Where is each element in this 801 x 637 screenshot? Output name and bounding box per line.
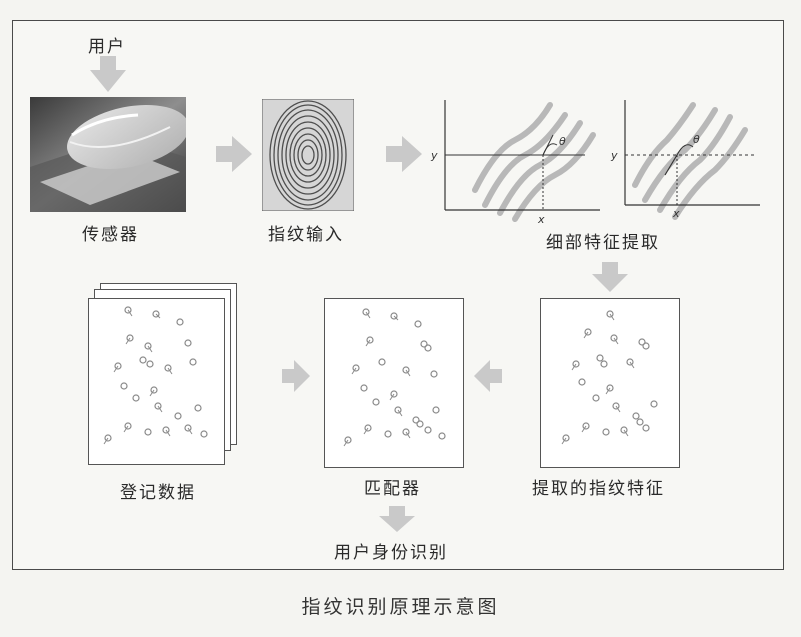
angle-label: θ xyxy=(559,135,566,148)
right-arrow-icon xyxy=(216,136,252,172)
extracted-minutiae-points xyxy=(561,310,658,445)
axis-x-label: x xyxy=(672,207,680,220)
sensor-label: 传感器 xyxy=(82,225,139,245)
enrolled-data-label: 登记数据 xyxy=(120,483,196,503)
right-arrow-icon xyxy=(282,360,310,392)
down-arrow-icon xyxy=(90,56,126,92)
angle-label: θ xyxy=(693,133,700,146)
axis-y-label: y xyxy=(610,149,618,162)
minutiae-plot-left: y x θ xyxy=(430,100,600,225)
minutiae-extraction-label: 细部特征提取 xyxy=(546,233,660,253)
user-label: 用户 xyxy=(88,37,126,57)
matcher-sheet xyxy=(324,298,464,468)
right-arrow-icon xyxy=(386,136,422,172)
down-arrow-icon xyxy=(379,506,415,532)
minutiae-plot-right: y x θ xyxy=(610,100,760,220)
fingerprint-image xyxy=(262,99,354,211)
fingerprint-input-label: 指纹输入 xyxy=(268,225,344,245)
matcher-label: 匹配器 xyxy=(364,479,421,499)
sensor-image xyxy=(30,97,186,212)
axis-y-label: y xyxy=(430,149,438,162)
left-arrow-icon xyxy=(474,360,502,392)
axis-x-label: x xyxy=(537,213,545,225)
extracted-features-label: 提取的指纹特征 xyxy=(532,479,665,499)
down-arrow-icon xyxy=(592,262,628,292)
figure-caption: 指纹识别原理示意图 xyxy=(301,596,500,618)
enrolled-minutiae-points xyxy=(103,306,208,445)
matcher-minutiae-points xyxy=(343,308,446,447)
identification-label: 用户身份识别 xyxy=(334,543,448,563)
